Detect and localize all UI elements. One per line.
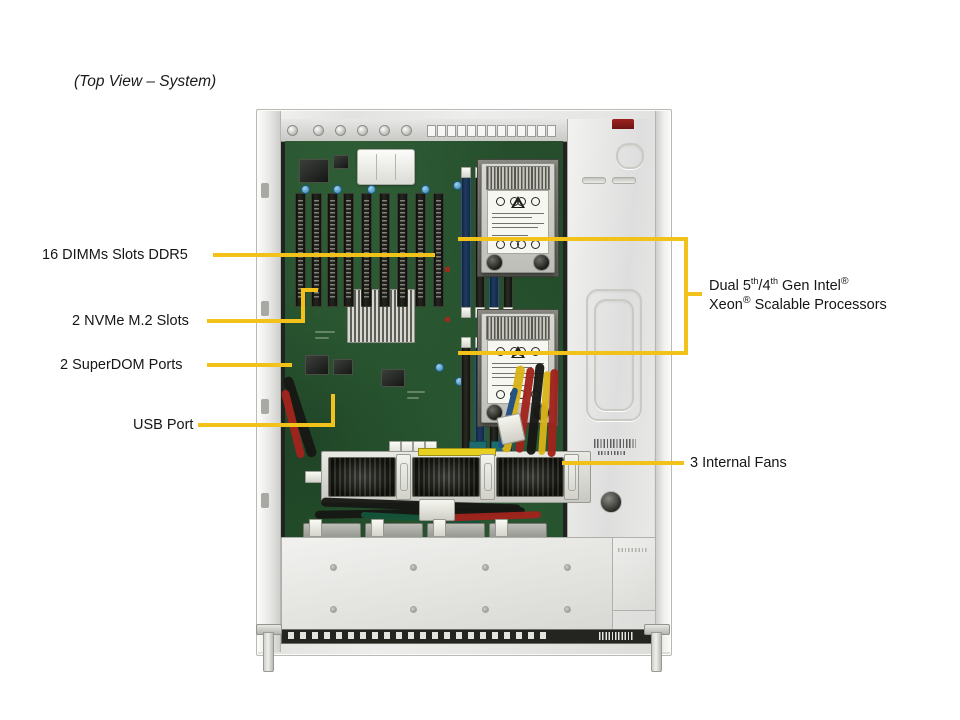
chassis-interior xyxy=(281,119,654,539)
server-chassis-illustration xyxy=(248,105,678,672)
release-tab xyxy=(612,119,634,129)
fan-wall xyxy=(321,448,591,503)
cover-side-panel xyxy=(611,537,656,611)
leader-cpu1 xyxy=(458,237,688,241)
chassis-rail-left xyxy=(258,111,281,652)
line1-suffix: Gen Intel xyxy=(778,278,841,294)
page-title: (Top View – System) xyxy=(74,73,217,90)
callout-label-dimm-slots: 16 DIMMs Slots DDR5 xyxy=(42,247,188,263)
registered-mark-icon: ® xyxy=(742,295,751,307)
ordinal-5th: th xyxy=(750,276,759,287)
chassis-rail-right xyxy=(655,111,670,652)
fan-bracket xyxy=(564,454,579,500)
callout-label-internal-fans: 3 Internal Fans xyxy=(690,455,787,471)
cpu-heatsink-1 xyxy=(481,163,555,273)
registered-mark-icon: ® xyxy=(840,276,849,288)
leader-dimm-slots xyxy=(213,253,435,257)
leader-cpu-stem xyxy=(684,292,702,296)
processor-label-line2: Xeon® Scalable Processors xyxy=(709,296,887,315)
leader-nvme-h xyxy=(207,319,305,323)
fan-bracket xyxy=(480,454,495,500)
leader-cpu2 xyxy=(458,351,688,355)
internal-fan xyxy=(412,457,480,497)
callout-label-processors: Dual 5th/4th Gen Intel® Xeon® Scalable P… xyxy=(709,276,887,316)
callout-label-superdom: 2 SuperDOM Ports xyxy=(60,357,183,373)
chassis-foot-left xyxy=(256,624,282,672)
callout-label-nvme-m2: 2 NVMe M.2 Slots xyxy=(72,313,189,329)
internal-fan xyxy=(496,457,564,497)
fan-warning-strip xyxy=(418,448,496,456)
leader-nvme-v xyxy=(301,288,305,323)
leader-nvme-top xyxy=(301,288,318,292)
leader-usb-v xyxy=(331,394,335,427)
front-cover-panel xyxy=(281,537,613,636)
front-vent-strip xyxy=(281,629,656,644)
leader-fans xyxy=(562,461,684,465)
leader-cpu-bracket xyxy=(684,237,688,355)
processor-label-line1: Dual 5th/4th Gen Intel® xyxy=(709,276,887,296)
line1-mid: /4 xyxy=(758,278,771,294)
fan-bracket xyxy=(396,454,411,500)
internal-fan xyxy=(328,457,396,497)
ordinal-4th: th xyxy=(770,276,779,287)
line1-prefix: Dual 5 xyxy=(709,278,751,294)
chassis-foot-right xyxy=(644,624,670,672)
leader-superdom xyxy=(207,363,292,367)
line2-prefix: Xeon xyxy=(709,297,743,314)
line2-suffix: Scalable Processors xyxy=(750,297,887,314)
leader-usb-h xyxy=(198,423,335,427)
air-shroud xyxy=(357,149,415,185)
callout-label-usb-port: USB Port xyxy=(133,417,194,433)
